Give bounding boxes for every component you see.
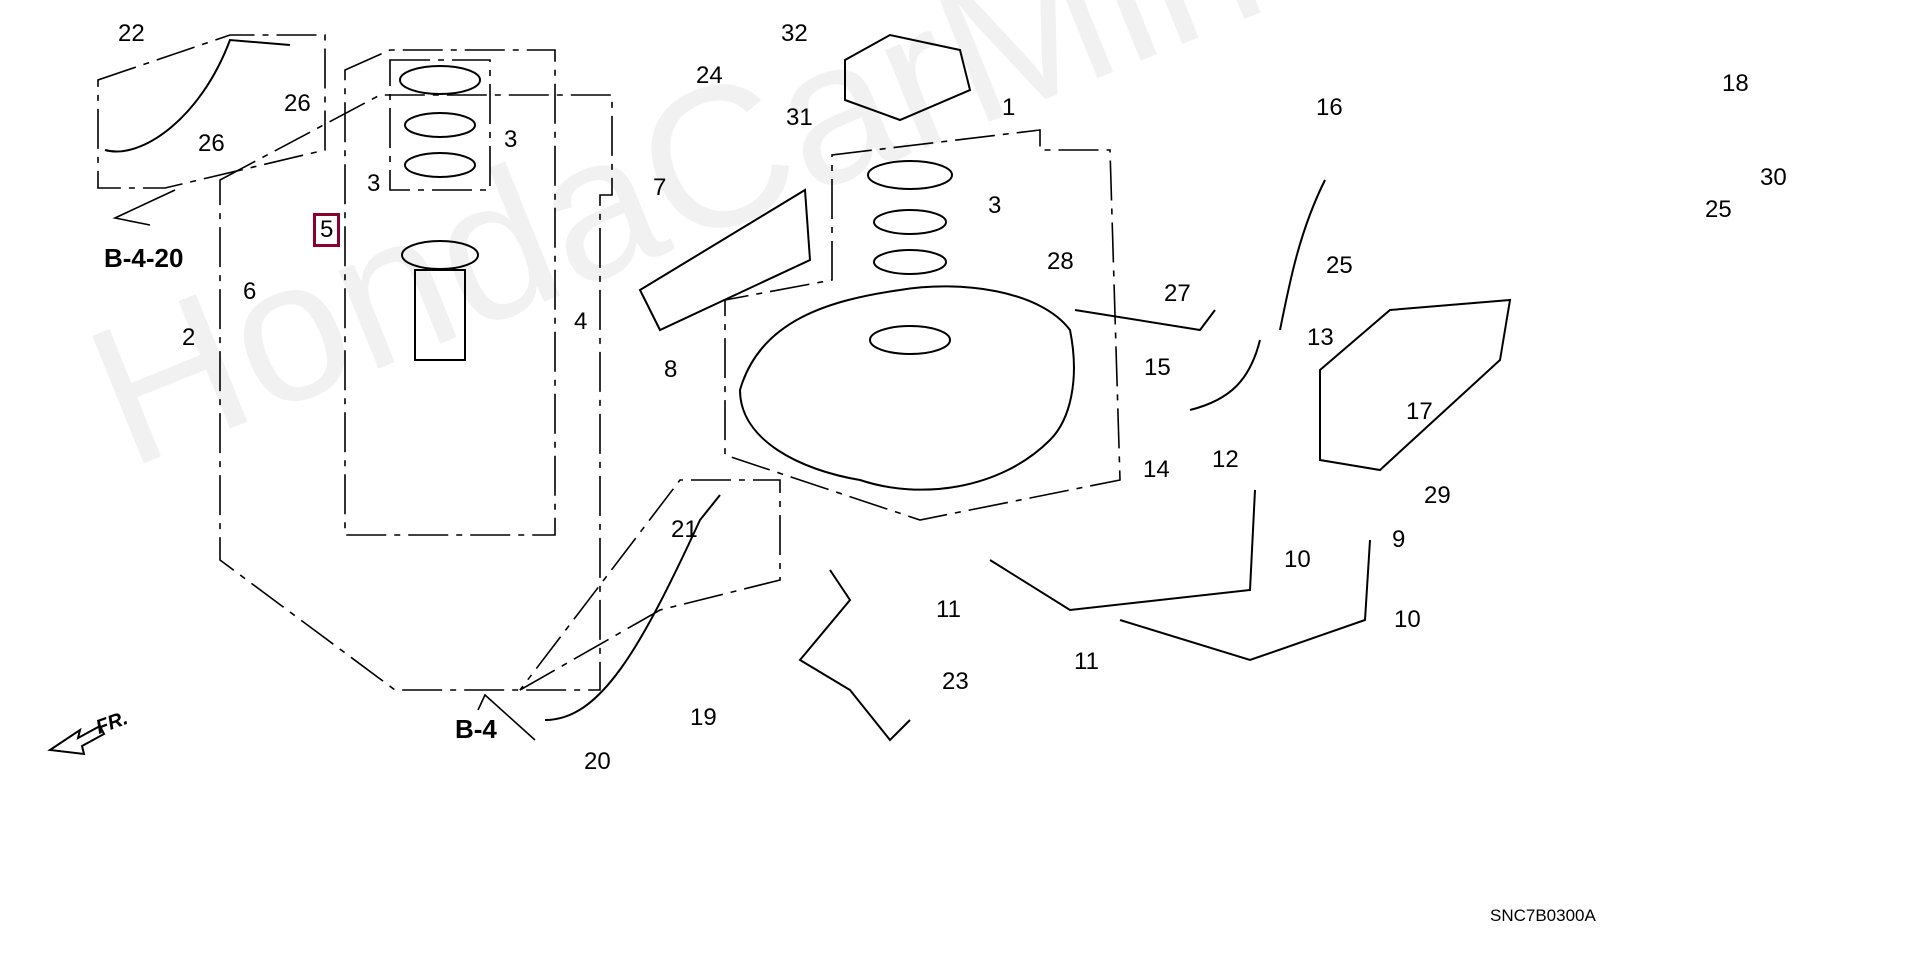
fuel-tank-shape — [738, 285, 1075, 491]
callout-9[interactable]: 9 — [1392, 526, 1406, 553]
harness-23 — [798, 569, 911, 742]
callout-26[interactable]: 26 — [284, 90, 311, 117]
callout-23[interactable]: 23 — [942, 668, 969, 695]
canister-shroud — [1319, 298, 1512, 472]
callout-17[interactable]: 17 — [1406, 398, 1433, 425]
callout-11[interactable]: 11 — [1074, 648, 1099, 675]
callout-3[interactable]: 3 — [988, 192, 1002, 219]
gasket-tank — [873, 209, 947, 235]
callout-13[interactable]: 13 — [1307, 324, 1334, 351]
callout-16[interactable]: 16 — [1316, 94, 1343, 121]
hose-12 — [1189, 339, 1261, 411]
callout-27[interactable]: 27 — [1164, 280, 1191, 307]
callout-30[interactable]: 30 — [1760, 164, 1787, 191]
callout-20[interactable]: 20 — [584, 748, 611, 775]
callout-32[interactable]: 32 — [781, 20, 808, 47]
group-outline-3 — [389, 59, 491, 191]
strap-right — [1119, 539, 1371, 662]
callout-31[interactable]: 31 — [786, 104, 813, 131]
callout-3[interactable]: 3 — [504, 126, 518, 153]
ref-arrow-b420 — [112, 189, 176, 226]
callout-25[interactable]: 25 — [1705, 196, 1732, 223]
reference-b-4-20[interactable]: B-4-20 — [104, 243, 184, 273]
callout-14[interactable]: 14 — [1143, 456, 1170, 483]
callout-21[interactable]: 21 — [671, 516, 698, 543]
lock-ring-tank — [867, 160, 953, 190]
callout-10[interactable]: 10 — [1394, 606, 1421, 633]
callout-18[interactable]: 18 — [1722, 70, 1749, 97]
callout-25[interactable]: 25 — [1326, 252, 1353, 279]
pump-flange — [401, 240, 479, 270]
fr-arrow — [47, 724, 106, 756]
callout-8[interactable]: 8 — [664, 356, 678, 383]
reference-b-4[interactable]: B-4 — [455, 714, 497, 744]
callout-24[interactable]: 24 — [696, 62, 723, 89]
filler-neck — [1279, 179, 1326, 331]
callout-5-highlighted[interactable]: 5 — [312, 213, 341, 247]
strap-left — [989, 489, 1256, 612]
callout-15[interactable]: 15 — [1144, 354, 1171, 381]
group-outline-1 — [724, 129, 1121, 521]
hose-19 — [544, 494, 721, 721]
seal — [404, 152, 476, 178]
callout-3[interactable]: 3 — [367, 170, 381, 197]
callout-7[interactable]: 7 — [653, 174, 667, 201]
group-outline-22 — [97, 34, 326, 189]
callout-19[interactable]: 19 — [690, 704, 717, 731]
callout-12[interactable]: 12 — [1212, 446, 1239, 473]
callout-2[interactable]: 2 — [182, 324, 196, 351]
hose-15 — [1074, 309, 1216, 332]
group-outline-4 — [344, 49, 556, 536]
tank-opening — [869, 325, 951, 355]
cover-plate — [844, 33, 972, 122]
pump-body — [414, 269, 466, 361]
drawing-code: SNC7B0300A — [1490, 906, 1596, 925]
gasket — [404, 112, 476, 138]
callout-11[interactable]: 11 — [936, 596, 961, 623]
callout-10[interactable]: 10 — [1284, 546, 1311, 573]
callout-22[interactable]: 22 — [118, 20, 145, 47]
callout-26[interactable]: 26 — [198, 130, 225, 157]
callout-6[interactable]: 6 — [243, 278, 257, 305]
group-outline-19 — [519, 479, 781, 691]
seal-tank — [873, 249, 947, 275]
lock-ring — [399, 65, 481, 95]
callout-28[interactable]: 28 — [1047, 248, 1074, 275]
callout-1[interactable]: 1 — [1002, 94, 1016, 121]
callout-29[interactable]: 29 — [1424, 482, 1451, 509]
heat-shield — [638, 188, 812, 332]
callout-4[interactable]: 4 — [574, 308, 588, 335]
ref-arrow-b4 — [477, 693, 536, 741]
hose-22 — [104, 38, 291, 153]
group-outline-2 — [219, 94, 613, 691]
